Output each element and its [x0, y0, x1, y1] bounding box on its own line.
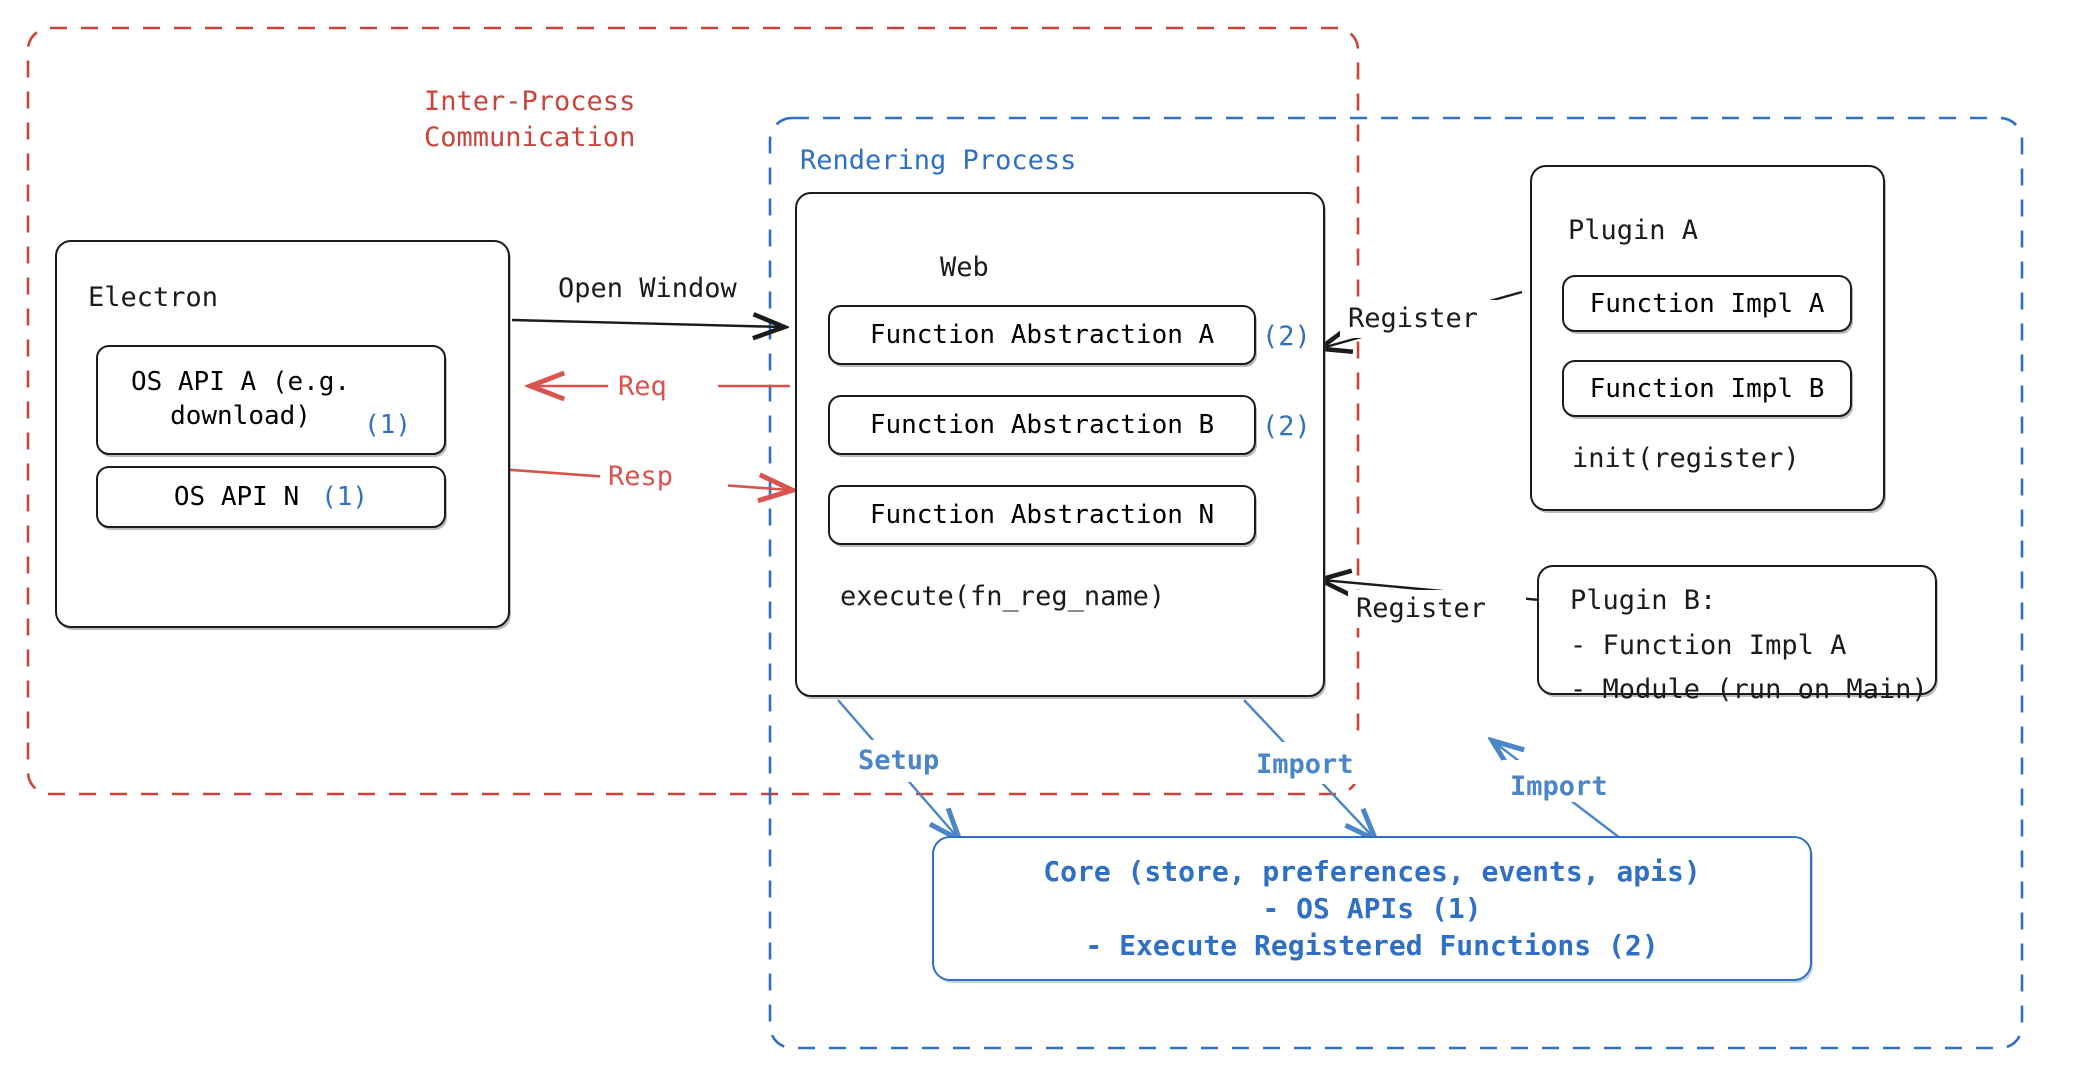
edge-label-import-web: Import — [1256, 749, 1354, 780]
edge-label-import-plugin-b: Import — [1510, 771, 1608, 802]
function-impl-b-box[interactable]: Function Impl B — [1562, 360, 1852, 417]
web-execute-footer: execute(fn_reg_name) — [840, 581, 1166, 612]
function-impl-a-box[interactable]: Function Impl A — [1562, 275, 1852, 332]
plugin-a-node[interactable] — [1530, 165, 1885, 511]
core-line-os-apis: - OS APIs (1) — [1262, 891, 1482, 925]
function-impl-b-label: Function Impl B — [1589, 373, 1825, 404]
plugin-b-node[interactable] — [1537, 565, 1937, 695]
function-impl-a-label: Function Impl A — [1589, 288, 1825, 319]
function-abstraction-b-marker: (2) — [1262, 411, 1311, 442]
core-node[interactable]: Core (store, preferences, events, apis) … — [932, 836, 1812, 981]
plugin-b-item-module: - Module (run on Main) — [1570, 674, 1928, 705]
plugin-b-title: Plugin B: — [1570, 585, 1717, 616]
edge-open-window — [511, 320, 782, 327]
edge-label-register-plugin-b: Register — [1356, 593, 1487, 624]
plugin-a-title: Plugin A — [1568, 215, 1699, 246]
rendering-process-label: Rendering Process — [800, 145, 1077, 176]
os-api-a-box[interactable]: OS API A (e.g. download) (1) — [96, 345, 446, 455]
function-abstraction-n-label: Function Abstraction N — [869, 500, 1215, 530]
function-abstraction-a-box[interactable]: Function Abstraction A — [828, 305, 1256, 365]
web-title: Web — [940, 252, 989, 283]
edge-label-setup: Setup — [858, 745, 940, 776]
plugin-b-item-function-impl-a: - Function Impl A — [1570, 630, 1847, 661]
function-abstraction-a-label: Function Abstraction A — [869, 320, 1215, 350]
core-line-execute-registered: - Execute Registered Functions (2) — [1085, 929, 1659, 963]
edge-label-req: Req — [618, 371, 667, 402]
edge-label-resp: Resp — [608, 461, 674, 492]
os-api-n-box[interactable]: OS API N (1) — [96, 466, 446, 528]
os-api-a-label: OS API A (e.g. download) — [130, 367, 351, 431]
function-abstraction-a-marker: (2) — [1262, 321, 1311, 352]
function-abstraction-n-box[interactable]: Function Abstraction N — [828, 485, 1256, 545]
plugin-a-init-footer: init(register) — [1572, 443, 1800, 474]
function-abstraction-b-label: Function Abstraction B — [869, 410, 1215, 440]
edge-label-register-plugin-a: Register — [1348, 303, 1479, 334]
electron-title: Electron — [88, 282, 219, 313]
ipc-container-label: Inter-Process Communication — [424, 86, 636, 153]
os-api-n-marker: (1) — [321, 482, 369, 512]
core-line-main: Core (store, preferences, events, apis) — [1043, 854, 1701, 888]
os-api-a-marker: (1) — [364, 410, 412, 440]
function-abstraction-b-box[interactable]: Function Abstraction B — [828, 395, 1256, 455]
edge-label-open-window: Open Window — [558, 273, 737, 304]
os-api-n-label: OS API N — [173, 482, 300, 512]
